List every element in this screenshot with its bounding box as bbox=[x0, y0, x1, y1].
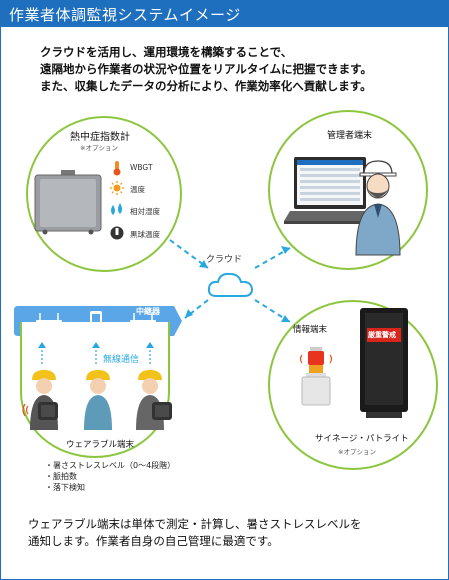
link-cloud-info bbox=[254, 299, 291, 323]
globe-thermometer-icon bbox=[110, 226, 124, 240]
laptop-icon bbox=[284, 157, 380, 224]
signage-text: 厳重警戒 bbox=[368, 331, 396, 339]
footer-line-2: 通知します。作業者自身の自己管理に最適です。 bbox=[28, 534, 279, 548]
info-terminal-circle bbox=[268, 300, 438, 470]
relay-label: 中継器 bbox=[136, 307, 160, 316]
intro-text: クラウドを活用し、運用環境を構築することで、 遠隔地から作業者の状況や位置をリア… bbox=[40, 44, 440, 95]
heat-index-option: ※オプション bbox=[80, 144, 118, 152]
workers-illustration bbox=[22, 370, 172, 430]
heat-index-title: 熱中症指数計 bbox=[70, 132, 130, 143]
info-terminal-caption: サイネージ・パトライト bbox=[315, 434, 409, 444]
feature-heat-stress: ・暑さストレスレベル（0～4段階） bbox=[45, 461, 176, 470]
signage-icon bbox=[360, 308, 408, 418]
intro-line-2: 遠隔地から作業者の状況や位置をリアルタイムに把握できます。 bbox=[40, 62, 373, 76]
page-title: 作業者体調監視システムイメージ bbox=[9, 6, 241, 24]
footer-text: ウェアラブル端末は単体で測定・計算し、暑さストレスレベルを 通知します。作業者自… bbox=[28, 516, 438, 550]
heat-index-device bbox=[34, 170, 102, 235]
admin-title: 管理者端末 bbox=[327, 131, 373, 141]
link-cloud-admin bbox=[254, 247, 291, 269]
cloud-label: クラウド bbox=[206, 255, 243, 265]
info-terminal-option: ※オプション bbox=[338, 448, 376, 456]
legend-humidity: 相対湿度 bbox=[130, 207, 160, 216]
info-terminal-title: 情報端末 bbox=[293, 325, 328, 335]
intro-line-1: クラウドを活用し、運用環境を構築することで、 bbox=[40, 45, 293, 59]
feature-pulse: ・脈拍数 bbox=[45, 472, 77, 481]
footer-line-1: ウェアラブル端末は単体で測定・計算し、暑さストレスレベルを bbox=[28, 517, 362, 531]
patlite-icon bbox=[299, 347, 333, 406]
legend-wbgt: WBGT bbox=[130, 163, 153, 172]
intro-line-3: また、収集したデータの分析により、作業効率化へ貢献します。 bbox=[40, 79, 372, 93]
header-bar: 作業者体調監視システムイメージ bbox=[0, 0, 449, 27]
admin-person-icon bbox=[355, 160, 401, 256]
thermometer-icon bbox=[113, 161, 121, 176]
cloud-icon bbox=[207, 272, 254, 297]
wireless-arrows bbox=[38, 342, 154, 364]
wireless-label: 無線通信 bbox=[103, 355, 140, 365]
droplets-icon bbox=[111, 203, 122, 215]
wearable-title: ウェアラブル端末 bbox=[66, 440, 135, 450]
legend-globe-temp: 黒球温度 bbox=[130, 230, 160, 239]
wearable-feature-list: ・暑さストレスレベル（0～4段階） ・脈拍数 ・落下検知 bbox=[45, 460, 175, 493]
sun-icon bbox=[110, 181, 124, 195]
legend-temperature: 温度 bbox=[130, 185, 145, 194]
link-cloud-relay bbox=[184, 299, 209, 319]
feature-fall-detection: ・落下検知 bbox=[45, 483, 85, 492]
